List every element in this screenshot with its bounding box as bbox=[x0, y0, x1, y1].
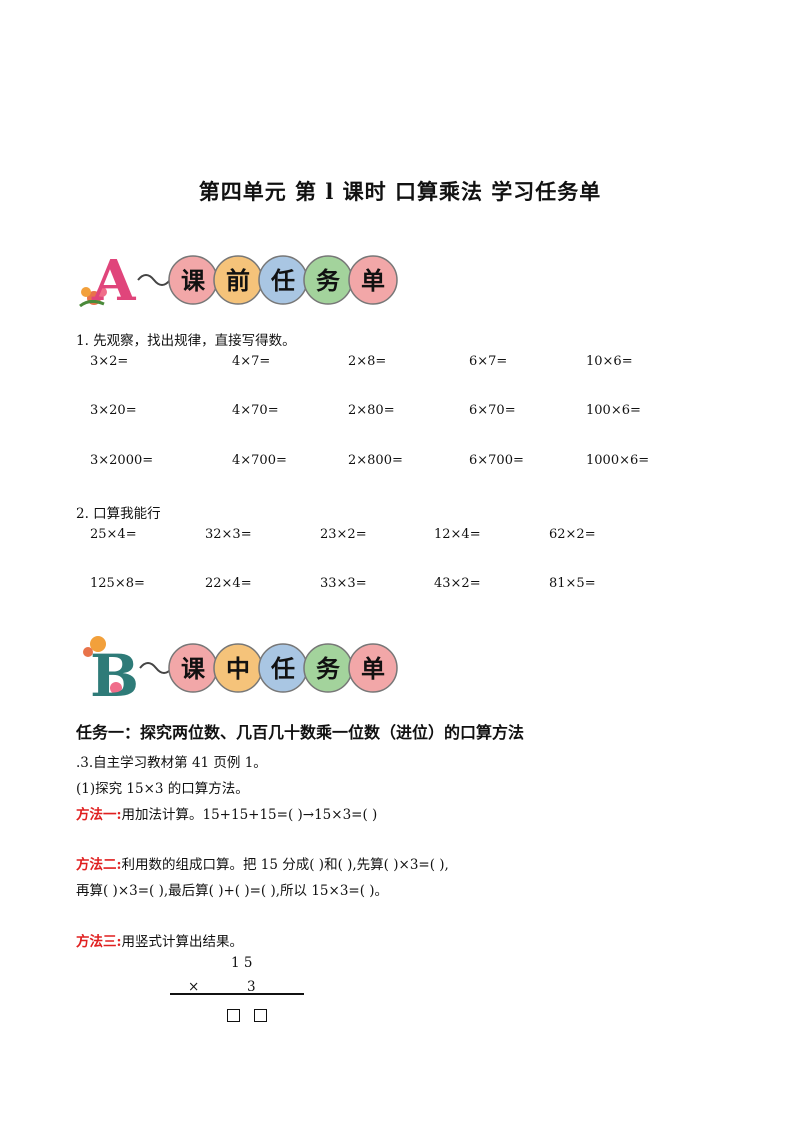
method2-text: 利用数的组成口算。把 15 分成( )和( ),先算( )×3=( ), bbox=[121, 857, 449, 873]
problem: 3×20= bbox=[90, 403, 137, 418]
banner-b-letter: B bbox=[90, 642, 139, 702]
method1: 方法一:用加法计算。15+15+15=( )→15×3=( ) bbox=[76, 803, 377, 823]
method2: 方法二:利用数的组成口算。把 15 分成( )和( ),先算( )×3=( ), bbox=[76, 853, 449, 873]
problem: 6×7= bbox=[469, 354, 508, 369]
method2-line2: 再算( )×3=( ),最后算( )+( )=( ),所以 15×3=( )。 bbox=[76, 883, 389, 899]
vertical-sign: × bbox=[188, 979, 200, 995]
problem: 33×3= bbox=[320, 576, 367, 591]
method3-text: 用竖式计算出结果。 bbox=[121, 934, 243, 950]
vertical-rule bbox=[170, 993, 304, 995]
method2-label: 方法二: bbox=[76, 857, 122, 873]
banner-a: A 课 前 任 务 单 bbox=[76, 248, 406, 318]
banner-b-char-4: 务 bbox=[316, 655, 341, 683]
banner-b-graphic: B 课 中 任 务 单 bbox=[83, 636, 398, 710]
banner-b-char-5: 单 bbox=[361, 655, 385, 683]
problem: 3×2000= bbox=[90, 453, 154, 468]
banner-a-graphic: A 课 前 任 务 单 bbox=[79, 248, 398, 314]
banner-b-char-1: 课 bbox=[181, 655, 206, 683]
problem: 2×80= bbox=[348, 403, 395, 418]
banner-a-char-1: 课 bbox=[181, 267, 206, 295]
problem: 125×8= bbox=[90, 576, 145, 591]
answer-box-ones[interactable] bbox=[254, 1007, 267, 1026]
problem: 100×6= bbox=[586, 403, 641, 418]
problem: 4×7= bbox=[232, 354, 271, 369]
page-title: 第四单元 第 l 课时 口算乘法 学习任务单 bbox=[198, 179, 602, 204]
problem: 22×4= bbox=[205, 576, 252, 591]
method3-label: 方法三: bbox=[76, 934, 122, 950]
banner-b-char-3: 任 bbox=[270, 655, 295, 683]
problem: 23×2= bbox=[320, 527, 367, 542]
problem: 6×70= bbox=[469, 403, 516, 418]
problem: 4×700= bbox=[232, 453, 287, 468]
problem: 62×2= bbox=[549, 527, 596, 542]
problem: 32×3= bbox=[205, 527, 252, 542]
banner-a-char-2: 前 bbox=[226, 267, 250, 295]
problem: 25×4= bbox=[90, 527, 137, 542]
banner-a-char-5: 单 bbox=[361, 267, 385, 295]
problem: 6×700= bbox=[469, 453, 524, 468]
banner-b: B 课 中 任 务 单 bbox=[76, 632, 406, 710]
q1-label: 1. 先观察，找出规律，直接写得数。 bbox=[76, 333, 296, 349]
q2-label: 2. 口算我能行 bbox=[76, 506, 161, 522]
problem: 10×6= bbox=[586, 354, 633, 369]
problem: 2×8= bbox=[348, 354, 387, 369]
problem: 1000×6= bbox=[586, 453, 650, 468]
flower-icon bbox=[90, 636, 106, 652]
problem: 4×70= bbox=[232, 403, 279, 418]
problem: 12×4= bbox=[434, 527, 481, 542]
answer-box-tens[interactable] bbox=[227, 1007, 240, 1026]
banner-a-letter: A bbox=[91, 250, 137, 314]
task1-line1: .3.自主学习教材第 41 页例 1。 bbox=[76, 755, 267, 771]
method1-text: 用加法计算。15+15+15=( )→15×3=( ) bbox=[121, 807, 378, 823]
problem: 81×5= bbox=[549, 576, 596, 591]
vertical-multiplier: 3 bbox=[247, 979, 256, 995]
vertical-top-number: 1 5 bbox=[231, 955, 253, 971]
problem: 2×800= bbox=[348, 453, 403, 468]
task1-line2: (1)探究 15×3 的口算方法。 bbox=[76, 781, 249, 797]
problem: 43×2= bbox=[434, 576, 481, 591]
problem: 3×2= bbox=[90, 354, 129, 369]
banner-a-char-4: 务 bbox=[316, 267, 341, 295]
method1-label: 方法一: bbox=[76, 807, 122, 823]
banner-a-char-3: 任 bbox=[270, 267, 295, 295]
banner-b-char-2: 中 bbox=[226, 655, 250, 683]
task1-heading: 任务一：探究两位数、几百几十数乘一位数（进位）的口算方法 bbox=[76, 723, 525, 742]
method3: 方法三:用竖式计算出结果。 bbox=[76, 930, 243, 950]
